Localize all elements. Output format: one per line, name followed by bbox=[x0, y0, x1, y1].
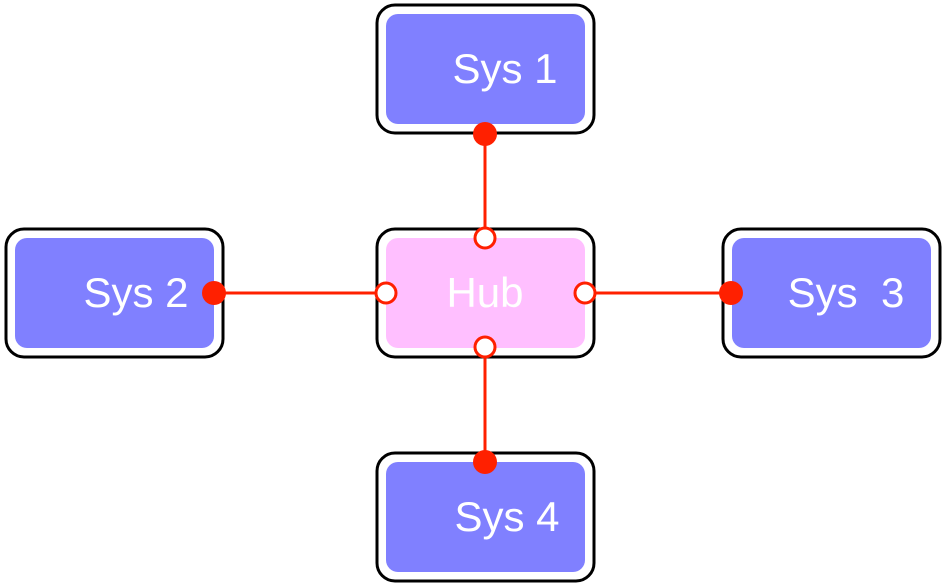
node-sys3-label: Sys 3 bbox=[788, 269, 905, 316]
port-sys1-filled bbox=[473, 122, 497, 146]
port-hub-left-open bbox=[374, 281, 398, 305]
node-hub[interactable]: Hub bbox=[375, 227, 596, 359]
port-hub-right-open bbox=[573, 281, 597, 305]
node-sys2-label: Sys 2 bbox=[83, 269, 188, 316]
node-sys4[interactable]: Sys 4 bbox=[375, 451, 596, 583]
node-sys1-box bbox=[386, 14, 585, 124]
connectors bbox=[214, 134, 731, 462]
node-sys4-box bbox=[386, 462, 585, 572]
node-sys2[interactable]: Sys 2 bbox=[4, 227, 225, 359]
port-sys2-filled bbox=[202, 281, 226, 305]
port-hub-top-open bbox=[473, 226, 497, 250]
node-sys3-box bbox=[732, 238, 931, 348]
node-sys1[interactable]: Sys 1 bbox=[375, 3, 596, 135]
node-hub-box bbox=[386, 238, 585, 348]
node-sys4-label: Sys 4 bbox=[454, 493, 559, 540]
node-sys1-label: Sys 1 bbox=[452, 45, 557, 92]
node-sys2-box bbox=[15, 238, 214, 348]
port-hub-bottom-open bbox=[473, 335, 497, 359]
port-sys3-filled bbox=[719, 281, 743, 305]
connector-ports bbox=[202, 122, 743, 474]
node-hub-label: Hub bbox=[446, 269, 523, 316]
node-sys3[interactable]: Sys 3 bbox=[721, 227, 942, 359]
port-sys4-filled bbox=[473, 450, 497, 474]
